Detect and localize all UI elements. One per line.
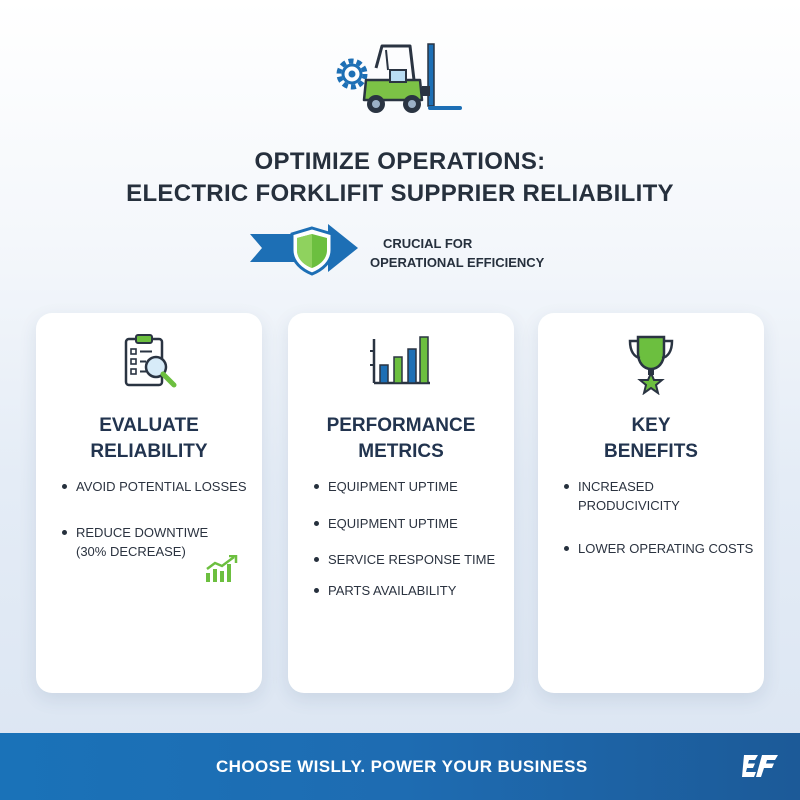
bullet-list: AVOID POTENTIAL LOSSES REDUCE DOWNTIWE (… — [60, 477, 256, 561]
title-line-1: OPTIMIZE OPERATIONS: — [254, 148, 546, 175]
bullet-item: INCREASED PRODUCIVICITY — [562, 477, 758, 515]
card-title-line-1: EVALUATE — [99, 415, 199, 436]
bullet-item: LOWER OPERATING COSTS — [562, 539, 758, 558]
shield-arrow-icon — [250, 224, 358, 276]
banner-text: CRUCIAL FOR OPERATIONAL EFFICIENCY — [370, 234, 570, 272]
page-title: OPTIMIZE OPERATIONS: ELECTRIC FORKLIFIT … — [0, 146, 800, 210]
clipboard-magnifier-icon — [124, 334, 177, 388]
bullet-item: EQUIPMENT UPTIME — [312, 477, 508, 496]
efficiency-banner: CRUCIAL FOR OPERATIONAL EFFICIENCY — [250, 222, 570, 278]
bullet-list: EQUIPMENT UPTIME EQUIPMENT UPTIME SERVIC… — [312, 477, 508, 600]
banner-line-1: CRUCIAL FOR — [383, 236, 473, 251]
card-title: PERFORMANCE METRICS — [288, 413, 514, 465]
footer-bar: CHOOSE WISLLY. POWER YOUR BUSINESS — [0, 733, 800, 800]
card-title: EVALUATE RELIABILITY — [36, 413, 262, 465]
bullet-item: REDUCE DOWNTIWE (30% DECREASE) — [60, 523, 256, 561]
card-title-line-1: KEY — [631, 415, 671, 436]
bar-chart-icon — [370, 336, 430, 385]
card-evaluate-reliability: EVALUATE RELIABILITY AVOID POTENTIAL LOS… — [36, 313, 262, 693]
card-title-line-2: BENEFITS — [604, 441, 698, 462]
ef-logo — [742, 755, 778, 777]
trophy-icon — [628, 335, 674, 395]
card-key-benefits: KEY BENEFITS INCREASED PRODUCIVICITY LOW… — [538, 313, 764, 693]
banner-line-2: OPERATIONAL EFFICIENCY — [370, 255, 545, 270]
bullet-item: EQUIPMENT UPTIME — [312, 514, 508, 533]
bullet-item: AVOID POTENTIAL LOSSES — [60, 477, 256, 496]
forklift-gear-icon — [336, 43, 462, 113]
footer-tagline: CHOOSE WISLLY. POWER YOUR BUSINESS — [216, 757, 588, 776]
card-performance-metrics: PERFORMANCE METRICS EQUIPMENT UPTIME EQU… — [288, 313, 514, 693]
rising-chart-icon — [206, 555, 238, 582]
card-title: KEY BENEFITS — [538, 413, 764, 465]
card-title-line-1: PERFORMANCE — [326, 415, 476, 436]
bullet-list: INCREASED PRODUCIVICITY LOWER OPERATING … — [562, 477, 758, 558]
title-line-2: ELECTRIC FORKLIFIT SUPPRIER RELIABILITY — [126, 180, 674, 207]
card-title-line-2: METRICS — [358, 441, 444, 462]
card-title-line-2: RELIABILITY — [90, 441, 208, 462]
bullet-item: SERVICE RESPONSE TIME — [312, 550, 508, 569]
bullet-item: PARTS AVAILABILITY — [312, 581, 508, 600]
